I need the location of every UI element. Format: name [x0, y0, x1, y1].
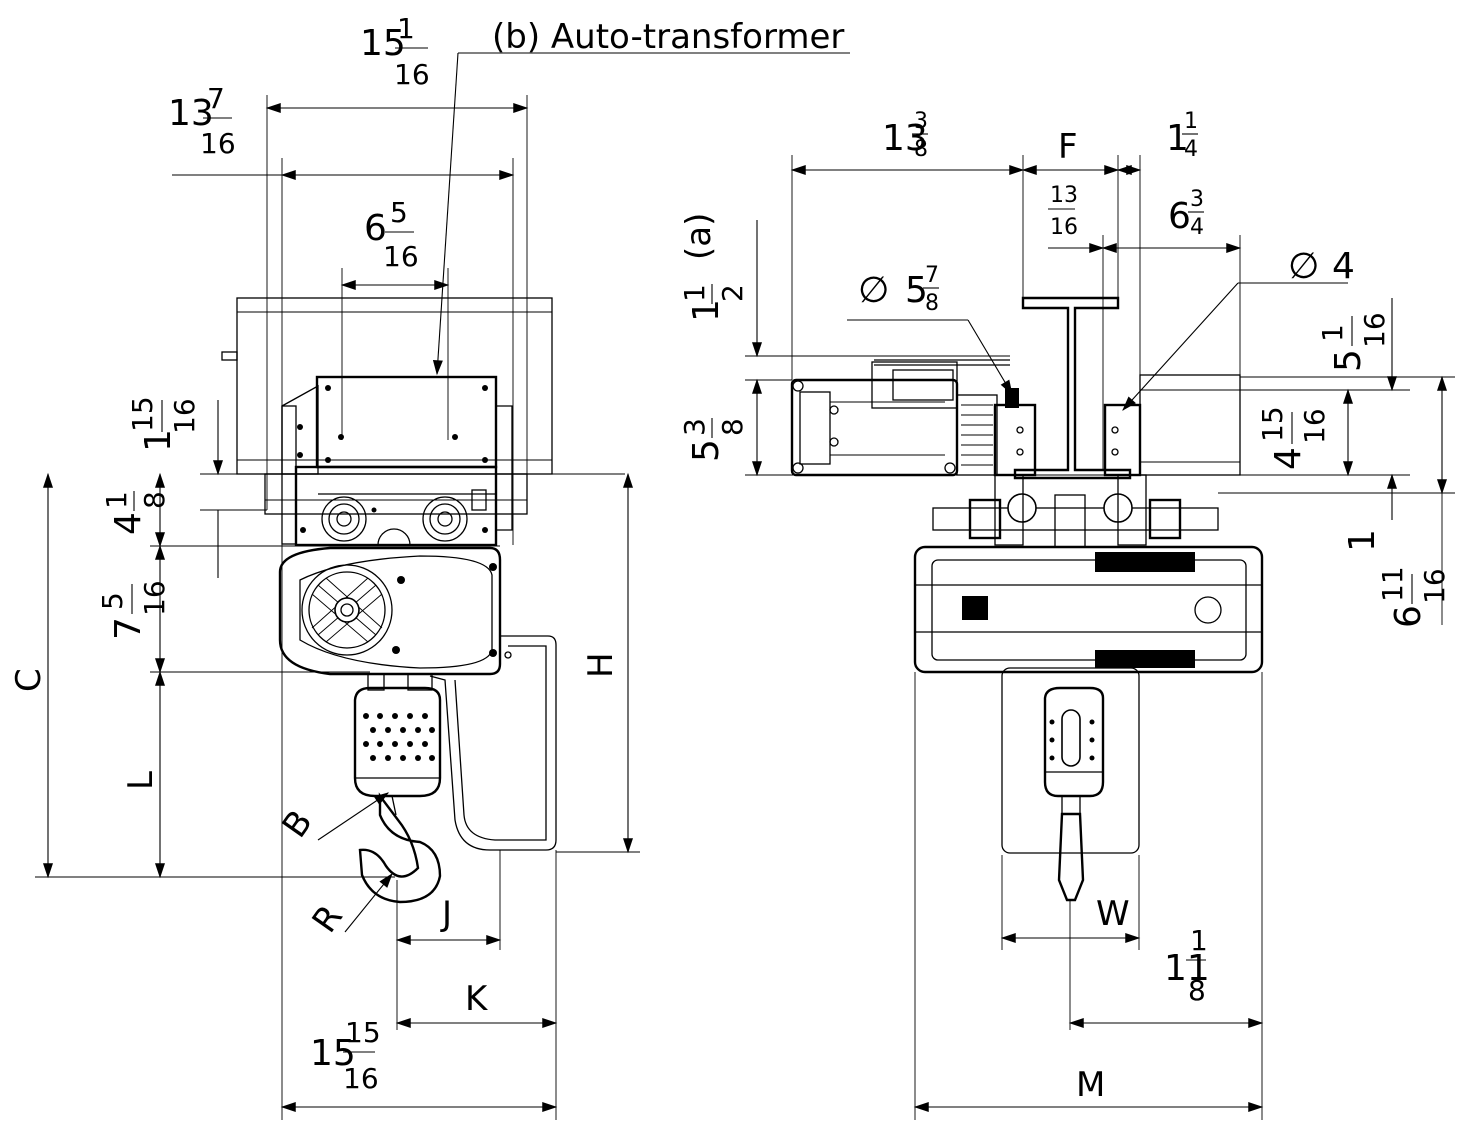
dim-13-16-num: 13 [1050, 183, 1078, 208]
dim-11-1-8-num: 1 [1190, 924, 1208, 957]
svg-text:L: L [121, 771, 161, 790]
dim-F-label: F [1058, 127, 1078, 167]
dim-C-label: C [9, 668, 49, 692]
dim-J-label: J [440, 894, 452, 934]
svg-text:C: C [9, 668, 49, 692]
dim-dia-5-7-8-num: 7 [925, 263, 939, 288]
svg-text:2: 2 [716, 284, 749, 302]
svg-text:7: 7 [108, 617, 149, 640]
dim-15-15-16-whole: 15 [310, 1033, 356, 1074]
motor-fan-icon [301, 564, 393, 656]
svg-text:1: 1 [686, 299, 727, 322]
dim-15-1-16-den: 16 [394, 58, 430, 91]
svg-text:16: 16 [1358, 312, 1391, 348]
dim-6-3-4-den: 4 [1190, 215, 1204, 240]
dim-1-label: 1 [1342, 529, 1383, 552]
dim-6-5-16-whole: 6 [364, 208, 387, 249]
dim-dia-5-7-8-den: 8 [925, 291, 939, 316]
dim-B-label: B [275, 803, 321, 845]
svg-text:8: 8 [716, 418, 749, 436]
left-view-dimensions [35, 52, 850, 1120]
hook-icon [358, 792, 442, 904]
dim-15-15-16-den: 16 [343, 1062, 379, 1095]
right-view-dimensions [745, 155, 1455, 1120]
dim-1-1-2-label: 1 1 2 (a) [678, 213, 749, 322]
dim-1-1-4-whole: 1 [1166, 118, 1189, 159]
svg-text:5: 5 [1328, 349, 1369, 372]
dim-M-label: M [1076, 1065, 1105, 1105]
dim-13-3-8-whole: 13 [882, 118, 928, 159]
dim-1-1-4-num: 1 [1184, 109, 1198, 134]
trolley-wheel-icon [321, 496, 468, 542]
dim-4-15-16-label: 4 15 16 [1256, 406, 1331, 470]
dim-15-1-16-num: 1 [397, 12, 415, 45]
dim-K-label: K [465, 979, 489, 1019]
dim-R-label: R [305, 898, 351, 940]
dim-4-1-8-label: 4 1 8 [100, 491, 171, 535]
dim-H-label: H [581, 652, 621, 678]
dim-13-16-den: 16 [1050, 215, 1078, 240]
svg-text:16: 16 [1418, 568, 1451, 604]
dim-7-5-16-label: 7 5 16 [96, 580, 171, 640]
svg-text:4: 4 [1268, 447, 1309, 470]
note-a-label: (a) [679, 213, 719, 260]
right-front-view [790, 296, 1264, 902]
dim-15-15-16-num: 15 [345, 1016, 381, 1049]
svg-text:16: 16 [138, 580, 171, 616]
svg-text:6: 6 [1388, 605, 1429, 628]
dim-13-3-8-den: 8 [914, 137, 928, 162]
brand-logo-icon [962, 596, 1222, 624]
svg-text:1: 1 [678, 284, 711, 302]
svg-text:16: 16 [1298, 408, 1331, 444]
svg-text:5: 5 [96, 592, 129, 610]
bottom-block-holes [363, 713, 435, 761]
svg-text:1: 1 [100, 491, 133, 509]
dim-11-1-8-whole: 11 [1164, 948, 1210, 989]
svg-text:4: 4 [108, 512, 149, 535]
dim-13-3-8-num: 3 [914, 109, 928, 134]
dim-15-1-16-whole: 15 [360, 23, 406, 64]
svg-text:1: 1 [1316, 324, 1349, 342]
svg-text:5: 5 [686, 439, 727, 462]
dim-L-label: L [121, 771, 161, 790]
dim-1-1-4-den: 4 [1184, 137, 1198, 162]
dim-6-11-16-label: 6 11 16 [1376, 566, 1451, 628]
dim-13-7-16-den: 16 [200, 127, 236, 160]
svg-text:15: 15 [126, 396, 159, 432]
dim-5-1-16-label: 5 1 16 [1316, 312, 1391, 372]
dim-6-5-16-den: 16 [383, 240, 419, 273]
svg-text:8: 8 [138, 491, 171, 509]
dim-6-5-16-num: 5 [390, 196, 408, 229]
svg-text:B: B [275, 803, 321, 845]
svg-text:16: 16 [168, 398, 201, 434]
svg-text:1: 1 [1342, 529, 1383, 552]
dim-13-7-16-whole: 13 [168, 93, 214, 134]
svg-text:3: 3 [678, 418, 711, 436]
svg-text:15: 15 [1256, 406, 1289, 442]
dim-1-15-16-label: 1 15 16 [126, 396, 201, 452]
dim-11-1-8-den: 8 [1188, 974, 1206, 1007]
dim-dia-5-7-8-symbol: ∅ [858, 270, 889, 311]
svg-text:1: 1 [138, 429, 179, 452]
dim-13-7-16-num: 7 [207, 82, 225, 115]
dimension-labels: (b) Auto-transformer 15 1 16 13 7 16 6 5… [9, 12, 1451, 1105]
dim-6-3-4-num: 3 [1190, 187, 1204, 212]
auto-transformer-label: (b) Auto-transformer [492, 17, 844, 57]
left-side-view [221, 297, 557, 904]
svg-text:11: 11 [1376, 566, 1409, 602]
svg-text:H: H [581, 652, 621, 678]
svg-text:R: R [305, 898, 351, 940]
dim-dia-4-symbol: ∅ [1288, 246, 1319, 287]
dim-6-3-4-whole: 6 [1168, 196, 1191, 237]
dim-dia-4-value: 4 [1332, 246, 1355, 287]
dim-W-label: W [1096, 894, 1130, 934]
dim-5-3-8-label: 5 3 8 [678, 418, 749, 462]
dim-dia-5-7-8-whole: 5 [905, 270, 928, 311]
